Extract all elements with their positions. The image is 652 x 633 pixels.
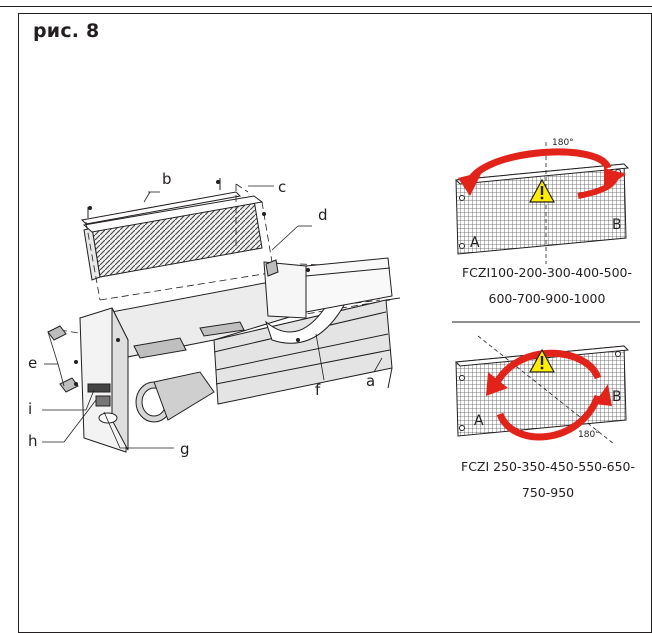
label-d: d bbox=[318, 206, 328, 224]
rotate-arrow-icon bbox=[486, 349, 612, 441]
rotation-panel-bottom bbox=[454, 335, 630, 445]
side-a-top: A bbox=[470, 235, 480, 251]
rotate-arrow-icon bbox=[458, 148, 626, 199]
page-top-rule bbox=[0, 0, 652, 7]
rotation-angle-top: 180° bbox=[552, 138, 574, 148]
caption-top-line2: 600-700-900-1000 bbox=[488, 291, 606, 306]
fan-scroll bbox=[135, 371, 215, 423]
label-b: b bbox=[162, 170, 172, 188]
caption-bottom-line2: 750-950 bbox=[521, 485, 575, 500]
side-a-bottom: A bbox=[474, 413, 484, 429]
rotation-panel-top bbox=[454, 142, 630, 264]
fan-coil-unit bbox=[47, 178, 401, 453]
filter-panel bbox=[82, 195, 264, 281]
label-h: h bbox=[28, 432, 38, 450]
figure-title: рис. 8 bbox=[33, 20, 100, 42]
warning-triangle-icon bbox=[528, 178, 556, 203]
rotation-angle-bottom: 180° bbox=[578, 430, 600, 440]
label-c: c bbox=[278, 178, 287, 196]
label-g: g bbox=[180, 440, 190, 458]
top-cover-panel bbox=[80, 178, 242, 225]
label-a: a bbox=[366, 372, 376, 390]
caption-top-line1: FCZI100-200-300-400-500- bbox=[461, 265, 632, 280]
side-b-top: B bbox=[612, 217, 622, 233]
warning-triangle-icon bbox=[528, 348, 556, 373]
label-f: f bbox=[315, 381, 321, 399]
label-i: i bbox=[28, 400, 33, 418]
caption-bottom-line1: FCZI 250-350-450-550-650- bbox=[461, 459, 635, 474]
leader-lines bbox=[42, 185, 383, 449]
label-e: e bbox=[28, 354, 38, 372]
side-b-bottom: B bbox=[612, 389, 622, 405]
casing bbox=[79, 257, 401, 453]
